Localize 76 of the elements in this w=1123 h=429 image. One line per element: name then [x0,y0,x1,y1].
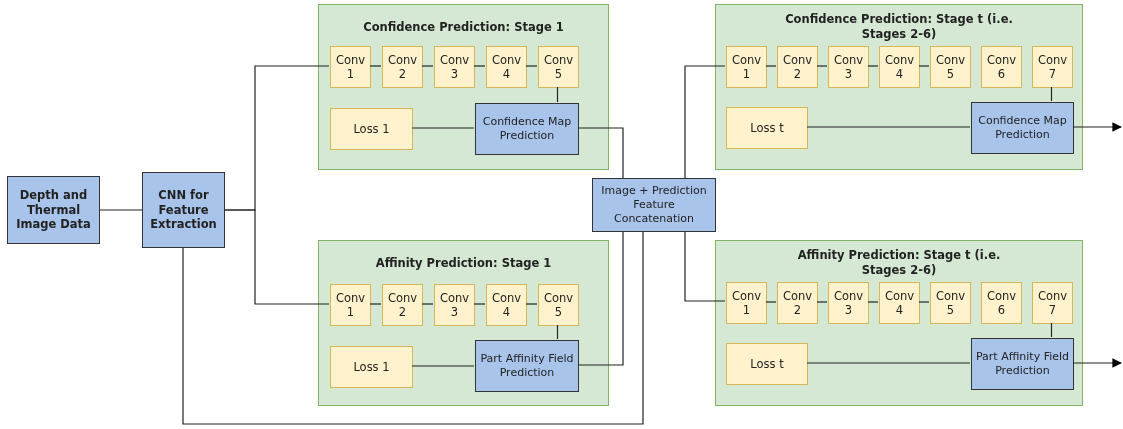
conv-layer-box: Conv 4 [486,284,527,326]
connector-line [816,65,828,67]
connector-line [577,231,624,366]
stage-panel [715,240,1083,406]
connector-line [806,126,971,128]
connector-line [369,303,382,305]
conv-layer-box: Conv 6 [981,46,1022,88]
process-box: Confidence Map Prediction [971,102,1074,154]
connector-line [1050,322,1053,338]
conv-layer-box: Conv 5 [538,46,579,88]
connector-line [411,127,475,129]
connector-line [525,303,538,305]
connector-line [867,301,879,303]
arrow [1072,122,1122,132]
stage-panel [715,4,1083,170]
process-box: Part Affinity Field Prediction [971,338,1074,390]
conv-layer-box: Conv 2 [777,282,818,324]
process-box: Confidence Map Prediction [475,103,579,155]
conv-layer-box: Conv 5 [930,46,971,88]
conv-layer-box: Conv 3 [828,282,869,324]
connector-line [525,65,538,67]
connector-line [918,301,930,303]
connector-line [577,127,624,179]
conv-layer-box: Conv 5 [930,282,971,324]
stage-panel [318,4,609,170]
connector-line [473,65,486,67]
process-box: Depth and Thermal Image Data [7,176,100,244]
conv-layer-box: Conv 4 [486,46,527,88]
process-box: Image + Prediction Feature Concatenation [592,178,716,232]
loss-box: Loss t [726,343,808,385]
panel-title: Confidence Prediction: Stage 1 [362,20,565,35]
connector-line [556,324,559,340]
conv-layer-box: Conv 3 [434,284,475,326]
conv-layer-box: Conv 1 [726,46,767,88]
connector-line [806,362,971,364]
conv-layer-box: Conv 4 [879,46,920,88]
connector-line [224,209,330,305]
stage-panel [318,240,609,406]
connector-line [684,65,726,179]
connector-line [99,209,143,211]
loss-box: Loss 1 [330,346,413,388]
connector-line [867,65,879,67]
conv-layer-box: Conv 7 [1032,46,1073,88]
conv-layer-box: Conv 1 [726,282,767,324]
connector-line [765,301,777,303]
process-box: CNN for Feature Extraction [142,172,225,248]
connector-line [421,65,434,67]
panel-title: Confidence Prediction: Stage t (i.e. Stages 2-6) [784,12,1014,42]
connector-line [684,231,726,302]
connector-line [918,65,930,67]
conv-layer-box: Conv 5 [538,284,579,326]
conv-layer-box: Conv 3 [434,46,475,88]
connector-line [182,231,644,425]
panel-title: Affinity Prediction: Stage t (i.e. Stages 2-6) [796,248,1002,278]
conv-layer-box: Conv 1 [330,46,371,88]
connector-line [765,65,777,67]
connector-line [1050,86,1053,102]
conv-layer-box: Conv 6 [981,282,1022,324]
conv-layer-box: Conv 3 [828,46,869,88]
connector-line [369,65,382,67]
process-box: Part Affinity Field Prediction [475,340,579,392]
connector-line [421,303,434,305]
conv-layer-box: Conv 2 [777,46,818,88]
conv-layer-box: Conv 4 [879,282,920,324]
conv-layer-box: Conv 2 [382,284,423,326]
arrow [1072,358,1122,368]
loss-box: Loss 1 [330,108,413,150]
loss-box: Loss t [726,107,808,149]
connector-line [473,303,486,305]
conv-layer-box: Conv 7 [1032,282,1073,324]
panel-title: Affinity Prediction: Stage 1 [374,256,553,271]
connector-line [556,86,559,103]
connector-line [411,365,475,367]
connector-line [816,301,828,303]
conv-layer-box: Conv 1 [330,284,371,326]
conv-layer-box: Conv 2 [382,46,423,88]
